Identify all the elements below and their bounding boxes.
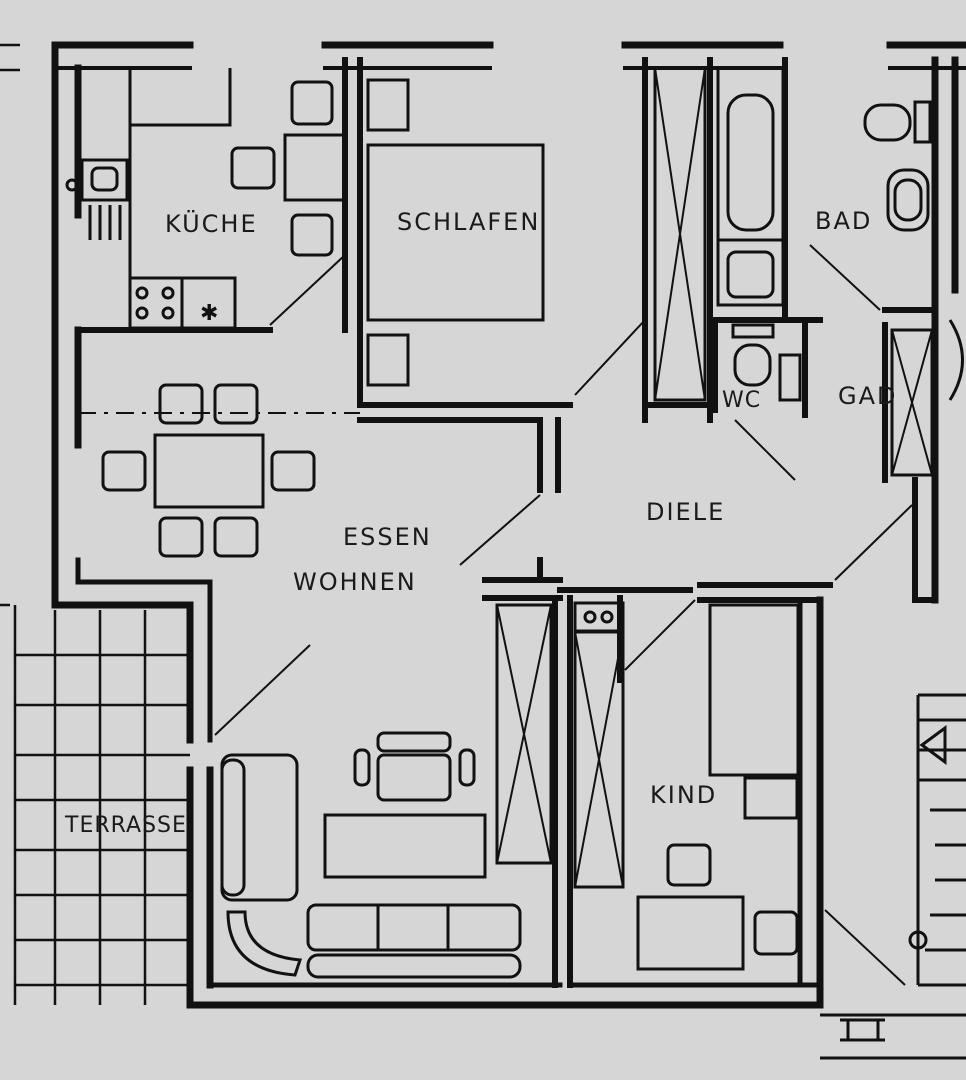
bedroom-fixtures — [366, 66, 707, 402]
interior-walls — [75, 57, 938, 988]
room-label-essen: ESSEN — [343, 523, 432, 551]
terrace-tiles — [0, 43, 190, 1005]
room-label-kueche: KÜCHE — [165, 209, 258, 238]
room-label-diele: DIELE — [646, 498, 725, 526]
room-label-wohnen: WOHNEN — [293, 568, 417, 596]
living-fixtures — [220, 603, 553, 979]
room-label-wc: WC — [722, 388, 761, 413]
room-label-schlafen: SCHLAFEN — [397, 208, 540, 236]
staircase — [820, 693, 966, 1060]
room-label-gad: GAD — [838, 382, 898, 410]
room-label-terrasse: TERRASSE — [64, 813, 187, 838]
dining-fixtures — [78, 383, 360, 558]
kind-fixtures — [573, 601, 800, 971]
room-label-bad: BAD — [815, 207, 872, 235]
kitchen-fixtures — [65, 68, 347, 330]
stove-marker-icon: ✱ — [200, 301, 218, 326]
room-label-kind: KIND — [650, 781, 717, 809]
exterior-walls — [51, 41, 966, 1009]
door-swings — [214, 244, 913, 986]
bath-fixtures — [716, 66, 964, 477]
